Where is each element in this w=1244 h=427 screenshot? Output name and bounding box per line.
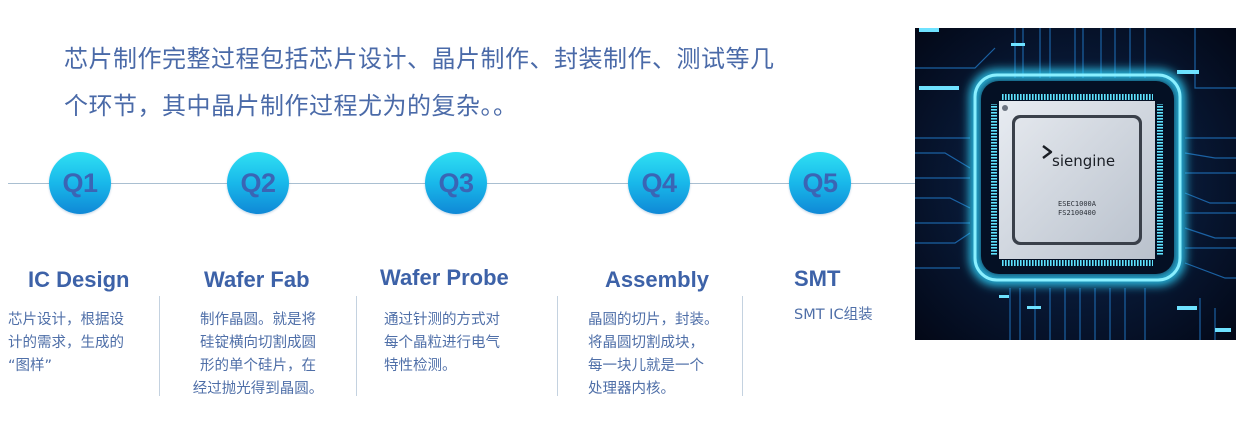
step-description-assembly: 晶圆的切片，封装。 将晶圆切割成块， 每一块儿就是一个 处理器内核。	[588, 312, 719, 397]
step-title-wafer-fab: Wafer Fab	[204, 267, 310, 292]
step-title-smt: SMT	[794, 266, 841, 291]
chip-illustration: siengine ESEC1000A FS2100400	[915, 28, 1236, 340]
step-description-ic-design: 芯片设计，根据设 计的需求，生成的 “图样”	[8, 312, 124, 374]
intro-line-2: 个环节，其中晶片制作过程尤为的复杂。。	[64, 92, 518, 120]
step-badge-q3: Q3	[425, 152, 487, 214]
column-divider	[557, 296, 558, 396]
step-badge-label: Q5	[802, 167, 838, 198]
step-badge-label: Q4	[641, 167, 677, 198]
step-title-assembly: Assembly	[605, 267, 709, 292]
intro-paragraph: 芯片制作完整过程包括芯片设计、晶片制作、封装制作、测试等几 个环节，其中晶片制作…	[64, 36, 864, 130]
step-badge-q4: Q4	[628, 152, 690, 214]
step-title-wafer-probe: Wafer Probe	[380, 265, 509, 290]
step-description-smt: SMT IC组装	[794, 307, 873, 323]
step-badge-q5: Q5	[789, 152, 851, 214]
step-badge-q1: Q1	[49, 152, 111, 214]
step-description-wafer-fab: 制作晶圆。就是将 硅锭横向切割成圆 形的单个硅片，在 经过抛光得到晶圆。	[192, 312, 324, 397]
step-badge-label: Q3	[438, 167, 474, 198]
chip-brand-text: siengine	[1052, 152, 1115, 170]
column-divider	[742, 296, 743, 396]
intro-line-1: 芯片制作完整过程包括芯片设计、晶片制作、封装制作、测试等几	[64, 45, 775, 73]
column-divider	[159, 296, 160, 396]
step-badge-q2: Q2	[227, 152, 289, 214]
step-description-wafer-probe: 通过针测的方式对 每个晶粒进行电气 特性检测。	[384, 312, 500, 374]
step-badge-label: Q2	[240, 167, 276, 198]
svg-text:FS2100400: FS2100400	[1058, 209, 1096, 217]
step-badge-label: Q1	[62, 167, 98, 198]
svg-text:ESEC1000A: ESEC1000A	[1058, 200, 1097, 208]
step-title-ic-design: IC Design	[28, 267, 130, 292]
column-divider	[356, 296, 357, 396]
